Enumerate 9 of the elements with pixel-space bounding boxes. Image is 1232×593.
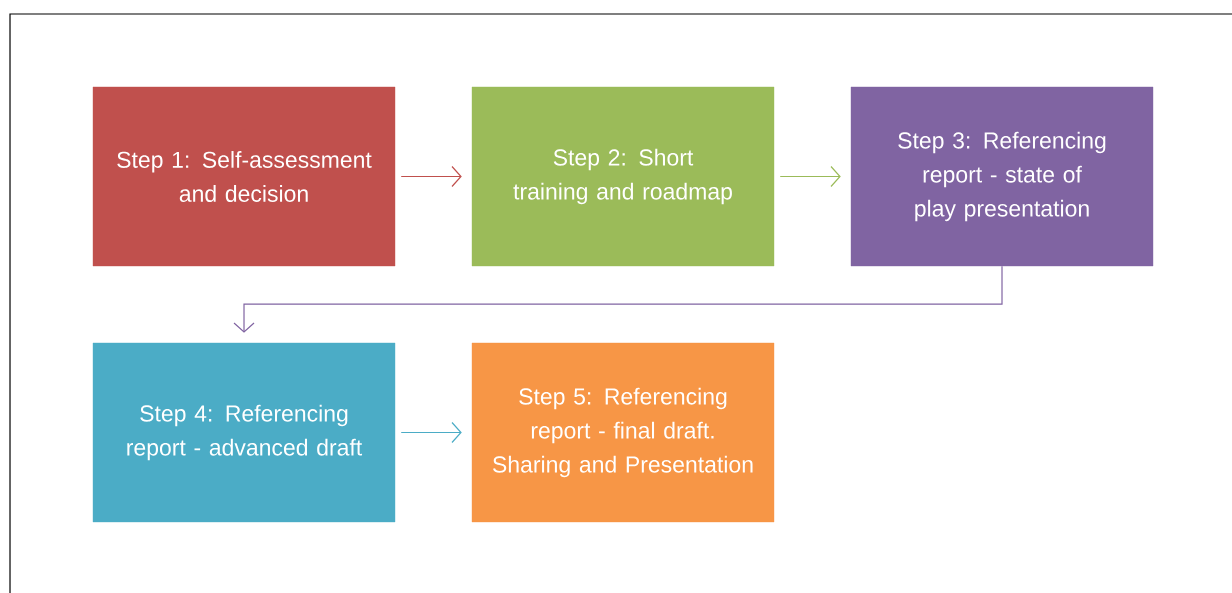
arrow (400, 421, 462, 444)
arrow (400, 165, 462, 188)
arrow (233, 265, 1003, 333)
step-box: Step 4: Referencing report - advanced draft (92, 342, 396, 523)
step-box: Step 5: Referencing report - final draft. Sharing and Presentation (471, 342, 775, 523)
arrow (779, 165, 841, 188)
step-box: Step 3: Referencing report - state of play presentation (850, 86, 1154, 267)
step-box: Step 1: Self-assessment and decision (92, 86, 396, 267)
step-box: Step 2: Short training and roadmap (471, 86, 775, 267)
